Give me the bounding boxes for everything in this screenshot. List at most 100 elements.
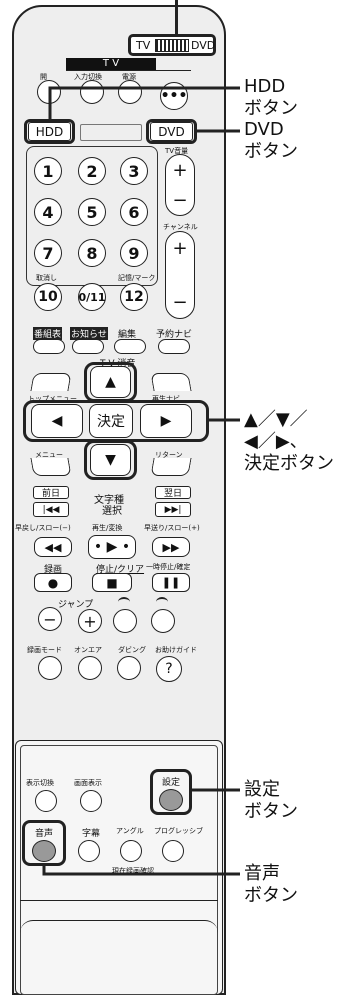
edit-button[interactable] <box>114 339 146 354</box>
disp-switch-button[interactable] <box>35 790 57 812</box>
num-12-button[interactable]: 12 <box>120 283 148 311</box>
ff-label: 早送り/スロー(+) <box>144 524 200 532</box>
channel-label: チャンネル <box>163 223 198 231</box>
down-button[interactable]: ▼ <box>90 444 131 476</box>
epg-label: 番組表 <box>33 327 63 340</box>
hdd-callout-line2: ボタン <box>244 98 298 119</box>
left-button[interactable]: ◀ <box>31 404 83 438</box>
settings-button[interactable] <box>159 789 183 811</box>
channel-down-button[interactable]: − <box>172 291 188 313</box>
stop-clear-label: 停止/クリア <box>96 565 145 575</box>
up-button[interactable]: ▲ <box>90 366 131 398</box>
num-10-button[interactable]: 10 <box>34 283 62 311</box>
switch-dvd-label: DVD <box>191 39 216 52</box>
num-2-button[interactable]: 2 <box>78 157 106 185</box>
record-label: 録画 <box>44 565 63 575</box>
num-1-button[interactable]: 1 <box>34 157 62 185</box>
right-button[interactable]: ▶ <box>140 404 192 438</box>
skip-prev-button[interactable]: |◀◀ <box>33 502 69 517</box>
cancel-label: 取消し <box>36 274 57 282</box>
progressive-button[interactable] <box>162 840 184 862</box>
edit-label: 編集 <box>118 330 137 340</box>
tv-band: T V <box>66 58 156 70</box>
num-5-button[interactable]: 5 <box>78 198 106 226</box>
skip-button[interactable] <box>151 609 175 633</box>
volume-up-button[interactable]: + <box>172 159 188 181</box>
audio-button[interactable] <box>32 840 56 862</box>
reserve-navi-button[interactable] <box>158 339 190 354</box>
on-air-label: オンエア <box>74 646 102 654</box>
lid-bottom-edge <box>20 900 218 995</box>
screen-disp-label: 画面表示 <box>74 779 102 787</box>
lid-inner <box>20 745 218 995</box>
num-9-button[interactable]: 9 <box>120 239 148 267</box>
num-7-button[interactable]: 7 <box>34 239 62 267</box>
input-switch-label: 入力切換 <box>74 73 102 81</box>
fast-forward-button[interactable]: ▶▶ <box>152 537 190 557</box>
input-switch-button[interactable] <box>80 80 104 104</box>
num-0-11-button[interactable]: 0/11 <box>78 283 106 311</box>
num-8-button[interactable]: 8 <box>78 239 106 267</box>
hdd-callout: HDD ボタン <box>244 76 298 120</box>
power-button[interactable] <box>118 80 142 104</box>
help-guide-label: お助けガイド <box>155 646 197 654</box>
channel-rocker <box>165 231 195 319</box>
settings-callout-line2: ボタン <box>244 801 298 822</box>
info-button[interactable] <box>72 339 104 354</box>
jump-minus-button[interactable]: − <box>38 607 62 631</box>
play-button[interactable]: • ▶ • <box>88 535 136 559</box>
replay-button[interactable] <box>113 609 137 633</box>
dvd-button[interactable]: DVD <box>150 122 193 141</box>
settings-callout: 設定 ボタン <box>244 779 298 823</box>
jump-plus-button[interactable]: + <box>78 609 102 633</box>
dvd-callout-line2: ボタン <box>244 141 298 162</box>
num-3-button[interactable]: 3 <box>120 157 148 185</box>
rec-mode-button[interactable] <box>38 656 62 680</box>
num-4-button[interactable]: 4 <box>34 198 62 226</box>
volume-down-button[interactable]: − <box>172 189 188 211</box>
audio-callout: 音声 ボタン <box>244 863 298 907</box>
screen-disp-button[interactable] <box>80 790 102 812</box>
help-guide-button[interactable]: ? <box>156 656 182 682</box>
angle-label: アングル <box>116 827 144 835</box>
skip-next-button[interactable]: ▶▶| <box>155 502 191 517</box>
stop-button[interactable]: ■ <box>92 573 132 592</box>
select-label: 選択 <box>102 506 122 517</box>
tv-dvd-switch[interactable]: TV DVD <box>128 34 216 56</box>
switch-slider[interactable] <box>155 39 189 52</box>
play-navi-label: 再生ナビ <box>152 395 180 403</box>
dubbing-button[interactable] <box>117 656 141 680</box>
record-button[interactable]: ● <box>34 573 72 592</box>
menu-label: メニュー <box>35 451 63 459</box>
channel-up-button[interactable]: + <box>172 237 188 259</box>
audio-callout-line2: ボタン <box>244 885 298 906</box>
num-6-button[interactable]: 6 <box>120 198 148 226</box>
open-label: 開 <box>40 73 47 81</box>
on-air-button[interactable] <box>78 656 102 680</box>
hdd-callout-line <box>48 86 240 119</box>
audio-label: 音声 <box>35 829 54 839</box>
dvd-highlight <box>146 119 197 144</box>
epg-button[interactable] <box>33 339 65 354</box>
mark-label: 記憶/マーク <box>118 274 156 282</box>
hdd-button[interactable]: HDD <box>28 122 71 141</box>
dubbing-label: ダビング <box>118 646 146 654</box>
pause-button[interactable]: ❚❚ <box>152 573 190 592</box>
arrows-callout-line3: 決定ボタン <box>244 453 334 474</box>
angle-button[interactable] <box>120 840 142 862</box>
skip-icon <box>156 597 168 607</box>
rewind-button[interactable]: ◀◀ <box>34 537 72 557</box>
progressive-label: プログレッシブ <box>154 827 203 835</box>
settings-callout-line1: 設定 <box>244 779 280 800</box>
lid-panel <box>15 740 223 995</box>
settings-highlight <box>150 769 192 815</box>
prev-day-button[interactable]: 前日 <box>33 486 69 499</box>
settings-label: 設定 <box>162 778 181 788</box>
down-highlight <box>84 440 137 480</box>
next-day-button[interactable]: 翌日 <box>155 486 191 499</box>
rewind-label: 早戻し/スロー(−) <box>15 524 71 532</box>
subtitle-button[interactable] <box>78 840 100 862</box>
enter-button[interactable]: 決定 <box>89 404 133 438</box>
rec-mode-label: 録画モード <box>27 646 62 654</box>
